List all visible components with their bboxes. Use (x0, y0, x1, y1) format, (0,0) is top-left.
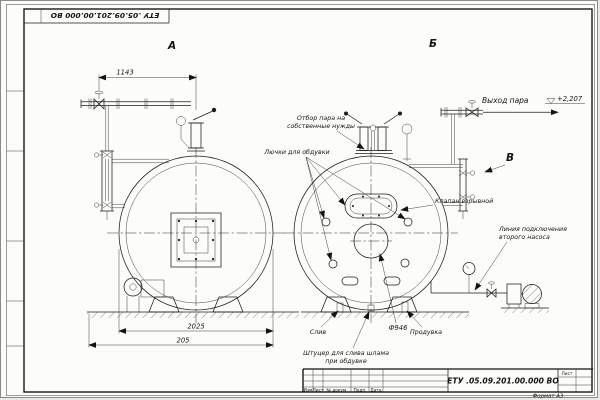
callout-explosion-valve: Клапан взрывной (400, 198, 493, 212)
view-b-label: Б (429, 38, 437, 50)
water-gauge-column-b (409, 100, 483, 219)
callout-sludge: Штуцер для слива шлама при обдувке (303, 311, 389, 365)
elevation-text: +2,207 (557, 95, 583, 103)
manhole (344, 193, 398, 219)
dim-205-text: 205 (177, 337, 190, 345)
burner-blower (123, 277, 165, 312)
view-v-label: В (506, 152, 514, 164)
stop-valve-a-icon (93, 98, 100, 110)
dimension-f946: Ф946 (378, 253, 408, 332)
pump-valve-icon (486, 288, 493, 298)
tb-col-sign: Подп. (353, 388, 366, 394)
furnace-door (170, 212, 222, 268)
steam-out-label: Выход пара (482, 96, 529, 105)
inverted-stamp-box: ЕТУ .05.09.201.00.000 ВО (24, 9, 170, 24)
blow-ports (321, 217, 413, 286)
tb-col-doc: № докум. (326, 388, 347, 394)
feed-pump-assembly (430, 262, 549, 313)
callout-steam-tap: Отбор пара на собственные нужды (287, 114, 365, 150)
tb-col-date: Дата (370, 388, 381, 394)
tb-sheet-label: Лист (562, 371, 573, 377)
sludge-line2: при обдувке (325, 357, 367, 365)
dim-1143-text: 1143 (116, 69, 133, 77)
tb-col-izm: Изм (304, 388, 313, 394)
steam-pipe-a (80, 90, 191, 110)
view-a-boiler-front: А (80, 40, 299, 348)
callout-blowdown: Продувка (406, 310, 442, 336)
callout-drain: Слив (310, 310, 339, 336)
tb-format-label: Формат А3 (533, 393, 564, 399)
flame-tube (350, 223, 392, 259)
callout-blow-ports: Лючки для обдувки (263, 148, 406, 261)
supports-a (87, 296, 299, 318)
pressure-gauge-b-icon (401, 123, 413, 135)
sludge-line1: Штуцер для слива шлама (303, 350, 389, 357)
dimension-1143: 1143 (98, 69, 197, 110)
view-v-arrow: В (484, 152, 514, 173)
safety-valves-b (344, 111, 413, 161)
drawing-code-stamp: ЕТУ .05.09.201.00.000 ВО (50, 11, 159, 20)
dimension-205: 205 (88, 314, 274, 348)
dimension-2025: 2025 (118, 249, 274, 334)
water-gauge-column-a (94, 105, 169, 220)
view-b-boiler-rear: Б (263, 38, 585, 365)
dim-2025-text: 2025 (187, 323, 204, 331)
supports-b (301, 296, 469, 318)
elevation-mark-icon (546, 98, 556, 104)
pump-line2: второго насоса (499, 234, 550, 241)
sheet-frame (6, 4, 595, 396)
blow-ports-label: Лючки для обдувки (263, 148, 329, 156)
safety-valve-a (176, 107, 217, 152)
pump-line1: Линия подключения (498, 226, 567, 233)
dim-f946-text: Ф946 (389, 324, 408, 332)
view-a-label: А (167, 40, 176, 52)
pump-gauge-icon (462, 262, 476, 275)
callout-pump-line: Линия подключения второго насоса (474, 226, 567, 291)
steam-tap-line1: Отбор пара на (297, 114, 345, 122)
steam-outlet: Выход пара +2,207 (482, 95, 585, 116)
title-block: Изм Лист № докум. Подп. Дата Лист ЕТУ .0… (302, 368, 593, 399)
steam-tap-line2: собственные нужды (287, 122, 355, 130)
pump-casing (506, 283, 522, 305)
tb-drawing-number: ЕТУ .05.09.201.00.000 ВО (447, 377, 559, 386)
pump-motor-icon (522, 284, 542, 304)
tb-col-list: Лист (313, 388, 324, 394)
drain-label: Слив (310, 329, 327, 336)
blowdown-label: Продувка (410, 329, 442, 336)
explosion-valve-label: Клапан взрывной (435, 198, 493, 205)
pressure-gauge-a-icon (176, 116, 186, 126)
